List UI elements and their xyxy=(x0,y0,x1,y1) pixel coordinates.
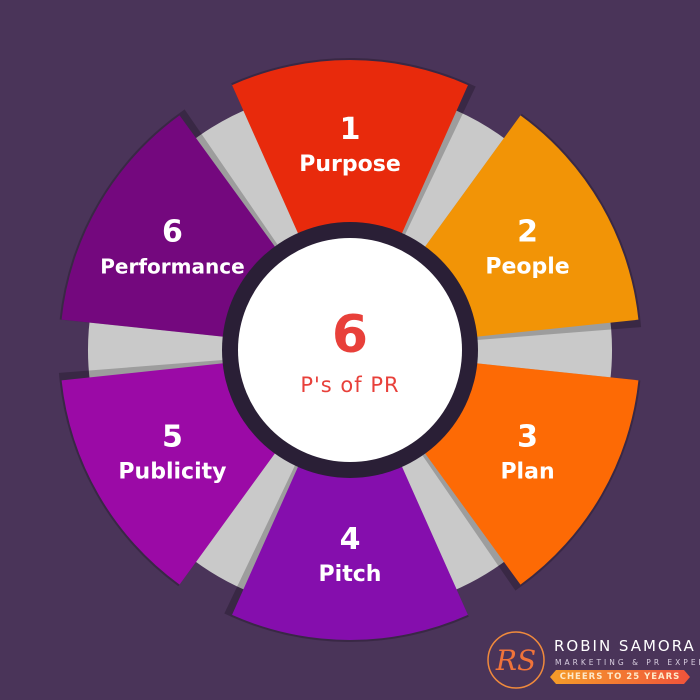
segment-label: People xyxy=(485,255,569,280)
svg-text:RS: RS xyxy=(495,644,536,677)
segment-label: Plan xyxy=(500,460,554,485)
segment-number: 4 xyxy=(340,522,361,557)
segment-number: 1 xyxy=(340,112,361,147)
connector-band xyxy=(394,105,515,253)
segment-label: Publicity xyxy=(118,460,226,485)
segment-number: 5 xyxy=(162,420,183,455)
center-disc xyxy=(238,238,462,462)
connector-band xyxy=(185,105,306,253)
connector-band xyxy=(394,447,515,595)
segment-number: 6 xyxy=(162,215,183,250)
logo-banner: CHEERS TO 25 YEARS xyxy=(550,670,690,684)
logo-name: ROBIN SAMORA xyxy=(554,637,696,655)
segment-label: Purpose xyxy=(299,152,401,177)
segments: 1Purpose2People3Plan4Pitch5Publicity6Per… xyxy=(58,57,642,642)
segment-number: 3 xyxy=(517,420,538,455)
rs-monogram-icon: RS xyxy=(487,631,545,689)
logo-subtitle: MARKETING & PR EXPERT xyxy=(555,658,700,667)
segment-number: 2 xyxy=(517,215,538,250)
center-number: 6 xyxy=(332,305,368,365)
center-label: P's of PR xyxy=(300,373,399,397)
segment-label: Pitch xyxy=(319,562,382,587)
segment-label: Performance xyxy=(100,255,244,279)
robin-samora-logo: RS ROBIN SAMORA MARKETING & PR EXPERT CH… xyxy=(484,628,700,694)
connector-band xyxy=(185,447,306,595)
